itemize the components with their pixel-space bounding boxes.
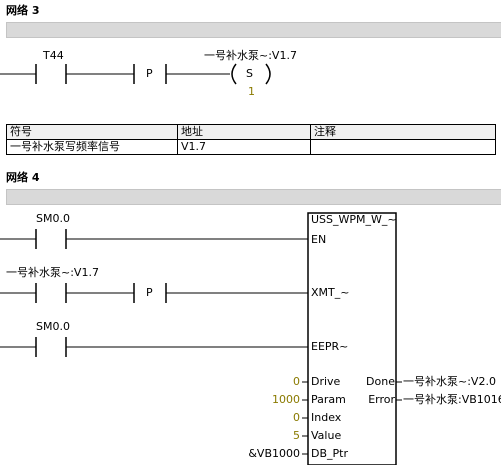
symbol-table: 符号 地址 注释 一号补水泵写频率信号 V1.7: [6, 124, 496, 155]
cell-address[interactable]: V1.7: [177, 139, 311, 155]
network-3-title: 网络 3: [6, 4, 40, 17]
input-value-value[interactable]: 5: [293, 429, 300, 442]
header-symbol: 符号: [6, 124, 178, 140]
set-coil[interactable]: [231, 63, 271, 85]
network-3-rung: [0, 63, 271, 85]
contact-t44-label: T44: [43, 49, 64, 62]
coil-label: 一号补水泵~:V1.7: [204, 49, 297, 62]
network-4-comment-bar[interactable]: [6, 189, 501, 205]
table-row: 一号补水泵写频率信号 V1.7: [6, 139, 496, 155]
symbol-table-header: 符号 地址 注释: [6, 124, 496, 140]
pin-index: Index: [311, 411, 342, 424]
p-contact-label: P: [146, 67, 153, 80]
pin-xmt: XMT_~: [311, 286, 350, 299]
header-address: 地址: [177, 124, 311, 140]
input-drive-value[interactable]: 0: [293, 375, 300, 388]
output-done-value[interactable]: 一号补水泵~:V2.0: [403, 375, 496, 388]
contact-pump-label: 一号补水泵~:V1.7: [6, 266, 99, 279]
cell-symbol[interactable]: 一号补水泵写频率信号: [6, 139, 178, 155]
pin-drive: Drive: [311, 375, 341, 388]
pin-en: EN: [311, 233, 327, 246]
cell-comment[interactable]: [310, 139, 496, 155]
pin-dbptr: DB_Ptr: [311, 447, 348, 460]
pin-eepr: EEPR~: [311, 340, 349, 353]
pin-value: Value: [311, 429, 342, 442]
block-title: USS_WPM_W_~: [311, 213, 397, 226]
network-4-title: 网络 4: [6, 171, 40, 184]
input-dbptr-value[interactable]: &VB1000: [248, 447, 300, 460]
input-param-value[interactable]: 1000: [272, 393, 300, 406]
pin-param: Param: [311, 393, 346, 406]
output-error-value[interactable]: 一号补水泵:VB1016: [403, 393, 501, 406]
coil-count: 1: [248, 85, 255, 98]
network-4-rung: [0, 212, 402, 465]
contact-pump[interactable]: [35, 283, 67, 303]
pin-error: Error: [368, 393, 395, 406]
contact-sm00-1[interactable]: [35, 229, 67, 249]
coil-letter: S: [246, 67, 253, 80]
contact-sm00-2[interactable]: [35, 337, 67, 357]
uss-wpm-block[interactable]: [307, 212, 397, 465]
contact-sm00-2-label: SM0.0: [36, 320, 70, 333]
pin-done: Done: [366, 375, 395, 388]
contact-t44[interactable]: [35, 64, 67, 84]
input-index-value[interactable]: 0: [293, 411, 300, 424]
positive-transition-contact[interactable]: [133, 64, 167, 84]
p-contact-2-label: P: [146, 286, 153, 299]
header-comment: 注释: [310, 124, 496, 140]
network-3-comment-bar[interactable]: [6, 22, 501, 38]
contact-sm00-1-label: SM0.0: [36, 212, 70, 225]
